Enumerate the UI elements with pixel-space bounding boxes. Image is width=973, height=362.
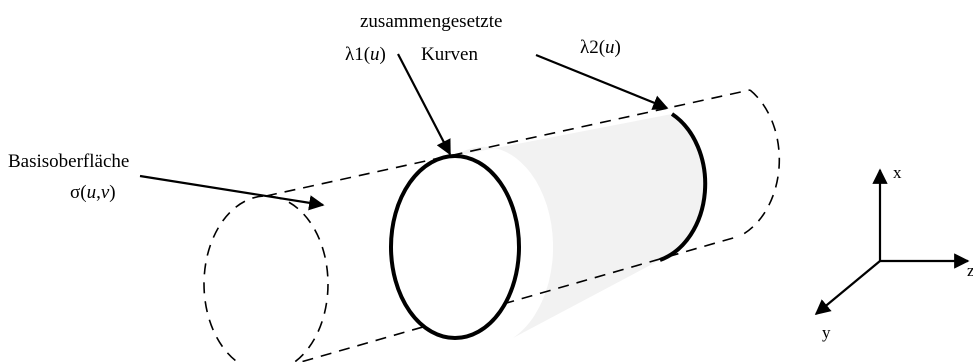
label-lambda2-var: u	[605, 37, 615, 58]
label-sigma-symbol: σ(	[70, 182, 87, 203]
label-sigma-var1: u	[87, 182, 97, 203]
base-surface-top-line	[265, 89, 751, 197]
label-sigma-close: )	[109, 182, 115, 203]
base-surface-bottom-line	[297, 235, 741, 362]
label-lambda1: λ1(u)	[345, 44, 386, 65]
label-sigma: σ(u,v)	[70, 182, 116, 203]
label-lambda2: λ2(u)	[580, 37, 621, 58]
label-sigma-var2: v	[101, 182, 110, 203]
coordinate-axes: x y z	[814, 163, 973, 342]
shaded-surface-segment	[455, 114, 706, 338]
arrow-lambda1	[397, 53, 451, 156]
label-composite-curves-line2: Kurven	[421, 44, 478, 65]
label-base-surface: Basisoberfläche	[8, 151, 129, 172]
axis-x-label: x	[893, 163, 902, 182]
arrow-base-surface	[139, 174, 325, 211]
label-sigma-sep: ,	[96, 182, 101, 203]
composite-curve-lambda1	[389, 154, 521, 340]
label-lambda1-close: )	[380, 44, 386, 65]
composite-curve-lambda2	[659, 112, 708, 262]
base-surface-left-end	[203, 195, 329, 362]
label-lambda2-close: )	[615, 37, 621, 58]
label-lambda1-var: u	[370, 44, 380, 65]
base-surface-right-end	[739, 89, 781, 237]
axis-y-label: y	[822, 323, 831, 342]
label-composite-curves-line1: zusammengesetzte	[360, 11, 502, 32]
arrow-lambda2	[535, 53, 669, 110]
label-lambda2-symbol: λ2(	[580, 37, 605, 58]
label-lambda1-symbol: λ1(	[345, 44, 370, 65]
axis-z-label: z	[967, 261, 973, 280]
axis-y-arrow	[814, 260, 881, 315]
